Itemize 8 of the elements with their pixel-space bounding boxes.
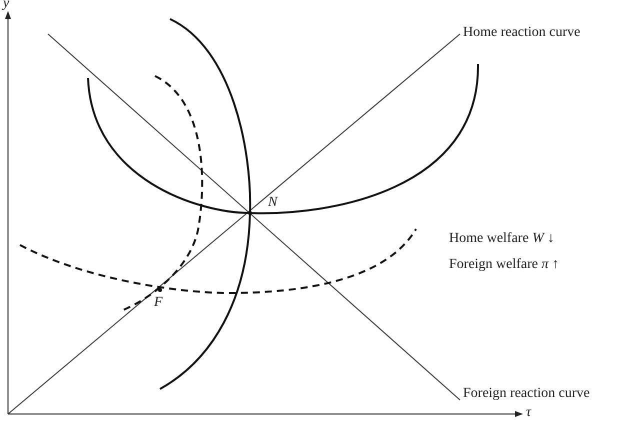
axis-label: τ	[526, 405, 532, 421]
curve-label: Home reaction curve	[463, 25, 580, 41]
curve-label: Foreign welfare π ↑	[449, 257, 560, 273]
point-label: F	[154, 295, 163, 311]
curve-label: Home welfare W ↓	[449, 231, 554, 247]
point-label: N	[268, 195, 278, 211]
curve-label: Foreign reaction curve	[463, 386, 590, 402]
axis-label: y	[3, 0, 10, 12]
